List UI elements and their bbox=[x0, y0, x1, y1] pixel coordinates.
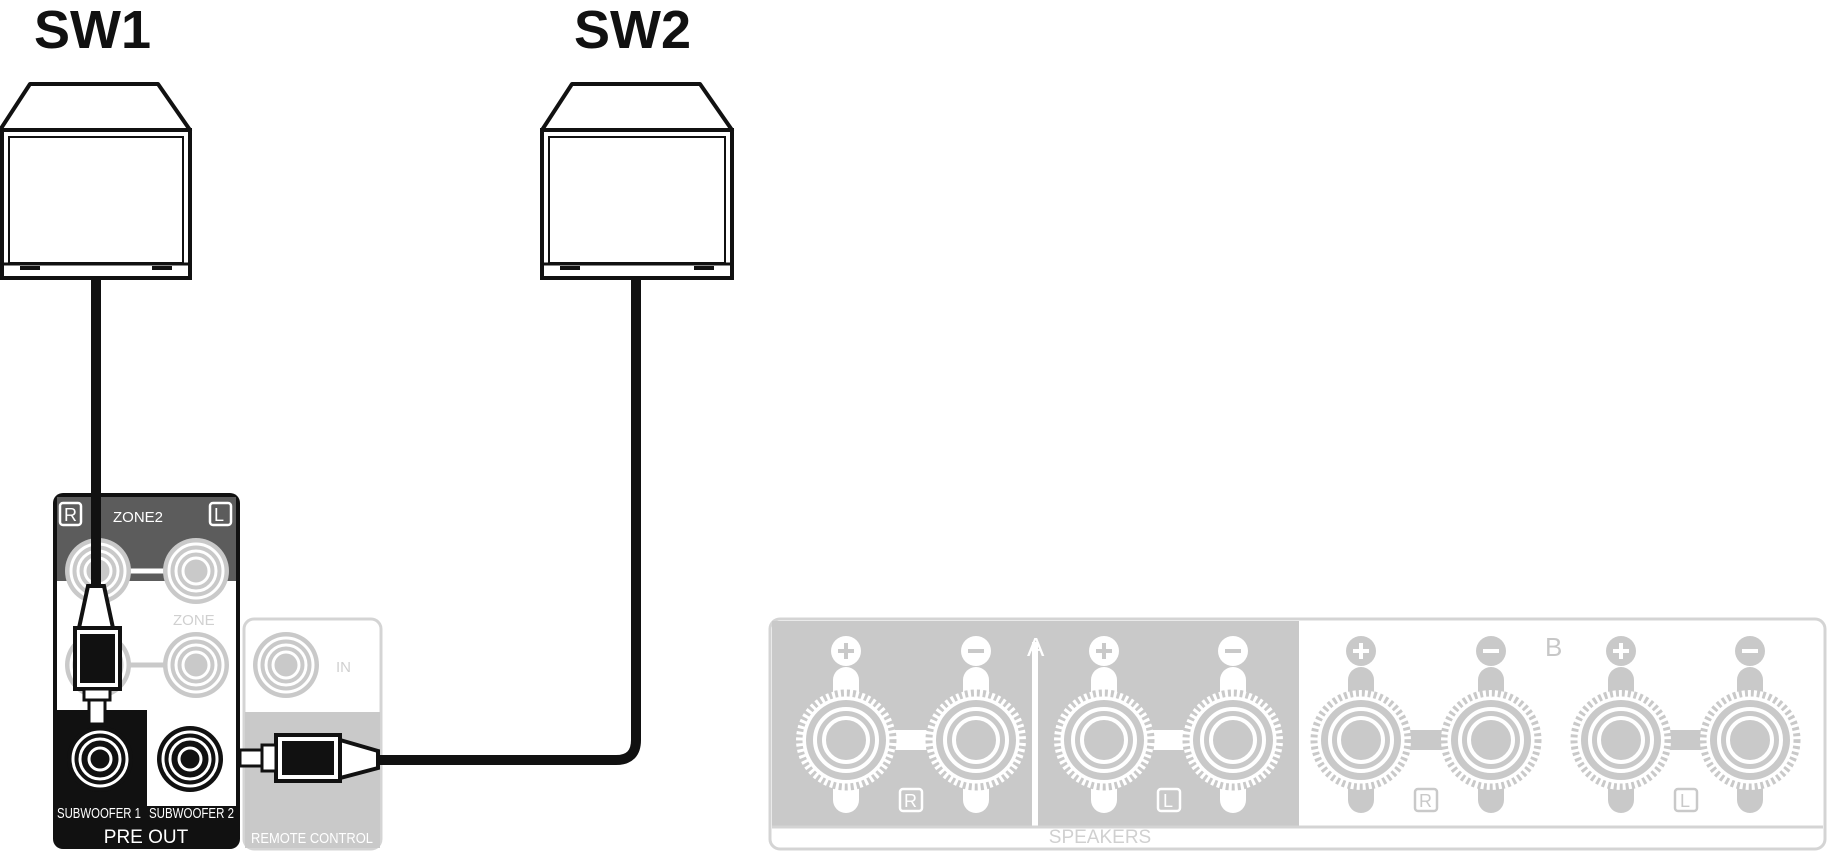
subwoofer1-output-jack bbox=[65, 724, 135, 794]
zone-label: ZONE bbox=[173, 612, 215, 629]
cable-sw2-plug bbox=[238, 733, 380, 783]
in-label: IN bbox=[336, 659, 351, 676]
speaker-b-left-pair bbox=[1571, 636, 1800, 813]
subwoofer1-label: SUBWOOFER 1 bbox=[57, 805, 141, 822]
subwoofer-sw2-icon bbox=[540, 82, 734, 280]
sw2-label: SW2 bbox=[574, 0, 691, 60]
svg-text:R: R bbox=[904, 791, 917, 811]
speakers-label: SPEAKERS bbox=[1049, 827, 1151, 848]
cable-sw2 bbox=[372, 278, 641, 765]
speaker-a-l-badge: L bbox=[1156, 787, 1182, 813]
svg-text:L: L bbox=[214, 505, 224, 525]
svg-text:R: R bbox=[1419, 791, 1432, 811]
speaker-b-l-badge: L bbox=[1673, 787, 1699, 813]
zone2-l-badge: L bbox=[208, 501, 233, 527]
sw1-label: SW1 bbox=[34, 0, 151, 60]
speaker-a-right-pair bbox=[796, 636, 1026, 813]
group-a-label: A bbox=[1027, 632, 1045, 662]
remote-control-label: REMOTE CONTROL bbox=[251, 830, 373, 847]
subwoofer2-label: SUBWOOFER 2 bbox=[149, 805, 234, 822]
subwoofer2-output-jack bbox=[155, 724, 225, 794]
subwoofer-sw1-icon bbox=[0, 82, 192, 280]
group-b-label: B bbox=[1545, 632, 1562, 662]
svg-text:L: L bbox=[1680, 791, 1690, 811]
zone2-r-badge: R bbox=[58, 501, 83, 527]
zone2-connector-pair bbox=[63, 536, 231, 606]
zone2-label: ZONE2 bbox=[113, 509, 163, 526]
speaker-b-right-pair bbox=[1311, 636, 1541, 813]
speakers-panel: R L R L bbox=[768, 617, 1827, 851]
svg-text:R: R bbox=[64, 505, 77, 525]
speaker-a-r-badge: R bbox=[898, 787, 924, 813]
cable-sw1-plug bbox=[73, 584, 122, 726]
speaker-b-r-badge: R bbox=[1413, 787, 1439, 813]
pre-out-label: PRE OUT bbox=[104, 827, 189, 848]
svg-text:L: L bbox=[1163, 791, 1173, 811]
speaker-a-left-pair bbox=[1054, 636, 1283, 813]
